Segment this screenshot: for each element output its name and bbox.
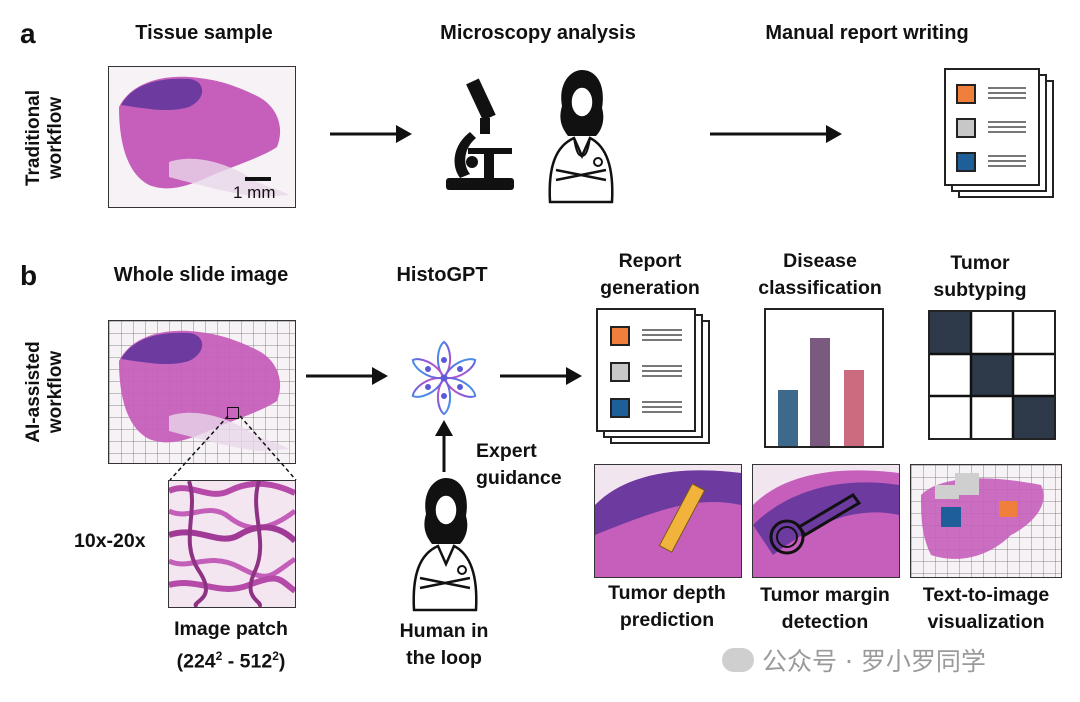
report-sheet-b	[596, 308, 696, 432]
manual-report-title: Manual report writing	[765, 22, 969, 44]
arrow-right-2	[710, 125, 842, 143]
bar-2	[810, 338, 830, 446]
wechat-icon	[722, 648, 754, 672]
orange-square	[610, 326, 630, 346]
tumor-depth-image	[594, 464, 742, 578]
gray-square	[956, 118, 976, 138]
orange-square	[956, 84, 976, 104]
scale-bar	[245, 177, 271, 181]
tissue-sample-title: Tissue sample	[135, 22, 273, 44]
traditional-workflow-label: Traditional workflow	[23, 89, 66, 187]
scale-bar-label: 1 mm	[233, 183, 276, 202]
arrow-right-3	[306, 367, 388, 385]
image-patch	[168, 480, 296, 608]
subtyping-grid	[928, 310, 1056, 440]
panel-a-letter: a	[20, 18, 36, 49]
zoom-lines	[169, 415, 297, 481]
tumor-margin-image	[752, 464, 900, 578]
report-sheet	[944, 68, 1040, 186]
ai-assisted-workflow-label: AI-assisted workflow	[23, 341, 66, 443]
pathologist-figure-icon	[548, 70, 614, 204]
tissue-sample-image: 1 mm	[108, 66, 296, 208]
blue-square	[956, 152, 976, 172]
wsi-title: Whole slide image	[113, 264, 289, 286]
magnification-label: 10x-20x	[74, 530, 146, 552]
histogpt-logo-icon	[411, 340, 477, 416]
bar-1	[778, 390, 798, 446]
image-patch-caption: Image patch (2242 - 5122)	[174, 618, 288, 673]
text-to-image-image	[910, 464, 1062, 578]
bar-3	[844, 370, 864, 446]
panel-b-letter: b	[20, 260, 38, 291]
arrow-up	[435, 420, 453, 472]
expert-guidance-label: Expert guidance	[476, 440, 562, 489]
microscopy-analysis-title: Microscopy analysis	[440, 22, 636, 44]
whole-slide-image	[108, 320, 296, 464]
gray-square	[610, 362, 630, 382]
patch-selection-box	[227, 407, 239, 419]
human-in-loop-label: Human in the loop	[399, 620, 489, 669]
arrow-right-1	[330, 125, 412, 143]
blue-square	[610, 398, 630, 418]
human-expert-figure-icon	[412, 478, 478, 612]
watermark: 公众号 · 罗小罗同学	[722, 642, 986, 678]
classification-chart	[764, 308, 884, 448]
arrow-right-4	[500, 367, 582, 385]
histogpt-title: HistoGPT	[396, 264, 488, 286]
microscope-icon	[446, 78, 514, 190]
